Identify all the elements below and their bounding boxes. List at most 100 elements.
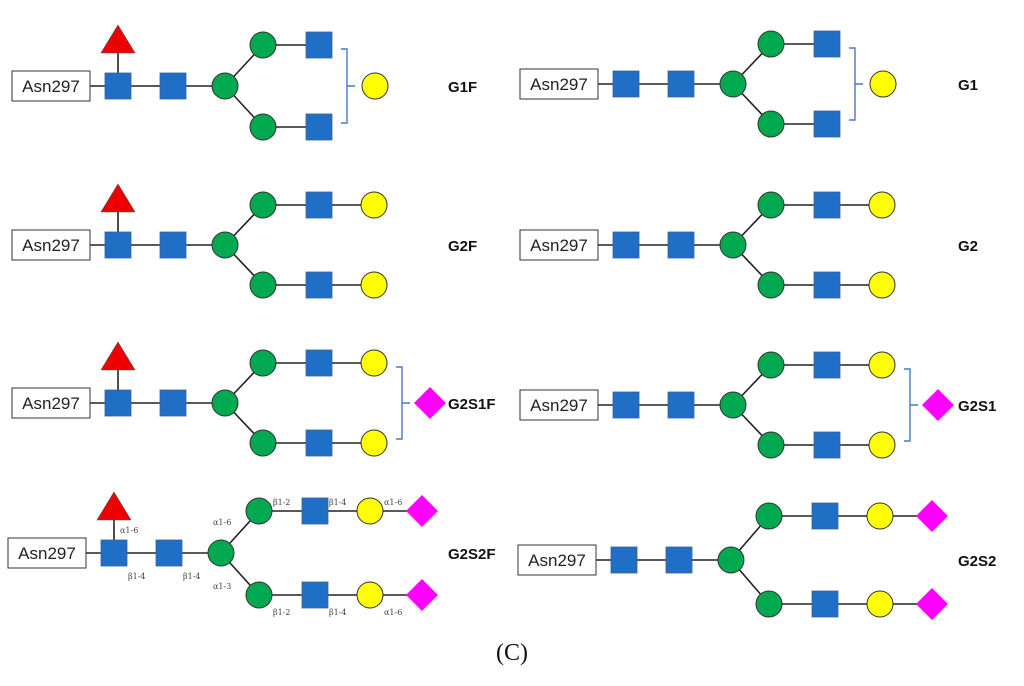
glycan-name-label: G2S1F xyxy=(448,396,496,413)
sialic-acid-diamond-icon xyxy=(406,495,438,527)
galactose-circle-icon xyxy=(869,70,897,98)
linkage-label: β1-4 xyxy=(329,608,347,617)
fucose-triangle-icon xyxy=(100,341,136,371)
linkage-label: β1-4 xyxy=(329,498,347,507)
mannose-circle-icon xyxy=(249,113,277,141)
mannose-circle-icon xyxy=(249,429,277,457)
glcnac-square-icon xyxy=(610,546,638,574)
glcnac-square-icon xyxy=(667,70,695,98)
mannose-circle-icon xyxy=(757,30,785,58)
sialic-acid-diamond-icon xyxy=(916,588,948,620)
mannose-circle-icon xyxy=(249,191,277,219)
glcnac-square-icon xyxy=(612,231,640,259)
mannose-circle-icon xyxy=(719,231,747,259)
galactose-circle-icon xyxy=(868,191,896,219)
linkage-label: α1-6 xyxy=(384,498,402,507)
mannose-circle-icon xyxy=(757,110,785,138)
galactose-circle-icon xyxy=(361,72,389,100)
galactose-circle-icon xyxy=(356,497,384,525)
fucose-triangle-icon xyxy=(96,491,132,521)
galactose-circle-icon xyxy=(868,271,896,299)
galactose-circle-icon xyxy=(360,429,388,457)
glcnac-square-icon xyxy=(811,502,839,530)
glcnac-square-icon xyxy=(612,391,640,419)
galactose-circle-icon xyxy=(868,351,896,379)
galactose-circle-icon xyxy=(360,191,388,219)
mannose-circle-icon xyxy=(755,590,783,618)
glcnac-square-icon xyxy=(813,30,841,58)
sialic-acid-diamond-icon xyxy=(916,500,948,532)
glycan-name-label: G1F xyxy=(448,79,477,96)
galactose-circle-icon xyxy=(868,431,896,459)
mannose-circle-icon xyxy=(755,502,783,530)
sialic-acid-diamond-icon xyxy=(406,579,438,611)
anchor-label: Asn297 xyxy=(22,236,80,255)
glcnac-square-icon xyxy=(813,351,841,379)
mannose-circle-icon xyxy=(757,431,785,459)
anchor-label: Asn297 xyxy=(22,77,80,96)
mannose-circle-icon xyxy=(757,351,785,379)
glcnac-square-icon xyxy=(159,72,187,100)
linkage-label: β1-2 xyxy=(273,498,291,507)
mannose-circle-icon xyxy=(249,271,277,299)
glcnac-square-icon xyxy=(811,590,839,618)
glcnac-square-icon xyxy=(104,389,132,417)
glycan-name-label: G2S2F xyxy=(448,546,496,563)
glcnac-square-icon xyxy=(155,539,183,567)
mannose-circle-icon xyxy=(757,191,785,219)
fucose-triangle-icon xyxy=(100,24,136,54)
glcnac-square-icon xyxy=(813,431,841,459)
linkage-label: β1-4 xyxy=(128,572,146,581)
sialic-acid-diamond-icon xyxy=(922,389,954,421)
anchor-label: Asn297 xyxy=(528,551,586,570)
glcnac-square-icon xyxy=(665,546,693,574)
glcnac-square-icon xyxy=(813,271,841,299)
galactose-circle-icon xyxy=(356,581,384,609)
mannose-circle-icon xyxy=(245,497,273,525)
glycan-g1f: Asn297 G1F xyxy=(11,24,477,141)
bracket xyxy=(396,366,410,440)
glcnac-square-icon xyxy=(667,231,695,259)
glycan-name-label: G2S1 xyxy=(958,398,996,415)
glcnac-square-icon xyxy=(100,539,128,567)
glcnac-square-icon xyxy=(612,70,640,98)
glcnac-square-icon xyxy=(305,349,333,377)
linkage-label: α1-6 xyxy=(213,518,231,527)
galactose-circle-icon xyxy=(866,590,894,618)
glycan-name-label: G2F xyxy=(448,238,477,255)
glcnac-square-icon xyxy=(305,271,333,299)
glycan-name-label: G1 xyxy=(958,77,978,94)
glcnac-square-icon xyxy=(813,110,841,138)
bracket xyxy=(341,48,355,124)
glcnac-square-icon xyxy=(159,389,187,417)
mannose-circle-icon xyxy=(249,31,277,59)
anchor-box xyxy=(517,544,597,576)
mannose-circle-icon xyxy=(245,581,273,609)
glcnac-square-icon xyxy=(305,31,333,59)
glycan-g2f: Asn297 G2F xyxy=(11,183,477,299)
glcnac-square-icon xyxy=(667,391,695,419)
anchor-label: Asn297 xyxy=(22,394,80,413)
mannose-circle-icon xyxy=(207,539,235,567)
linkage-label: β1-2 xyxy=(273,608,291,617)
glcnac-square-icon xyxy=(305,429,333,457)
sialic-acid-diamond-icon xyxy=(414,387,446,419)
bracket xyxy=(849,47,863,121)
linkage-label: α1-6 xyxy=(120,526,138,535)
mannose-circle-icon xyxy=(717,546,745,574)
anchor-box xyxy=(11,387,91,419)
anchor-label: Asn297 xyxy=(530,236,588,255)
glycan-g1: Asn297 G1 xyxy=(519,30,978,138)
glcnac-square-icon xyxy=(301,497,329,525)
anchor-box xyxy=(11,70,91,102)
anchor-box xyxy=(519,229,599,261)
bracket xyxy=(904,368,918,442)
linkage-label: α1-6 xyxy=(384,608,402,617)
glycan-name-label: G2 xyxy=(958,238,978,255)
linkage-label: β1-4 xyxy=(183,572,201,581)
glcnac-square-icon xyxy=(305,191,333,219)
anchor-label: Asn297 xyxy=(530,75,588,94)
